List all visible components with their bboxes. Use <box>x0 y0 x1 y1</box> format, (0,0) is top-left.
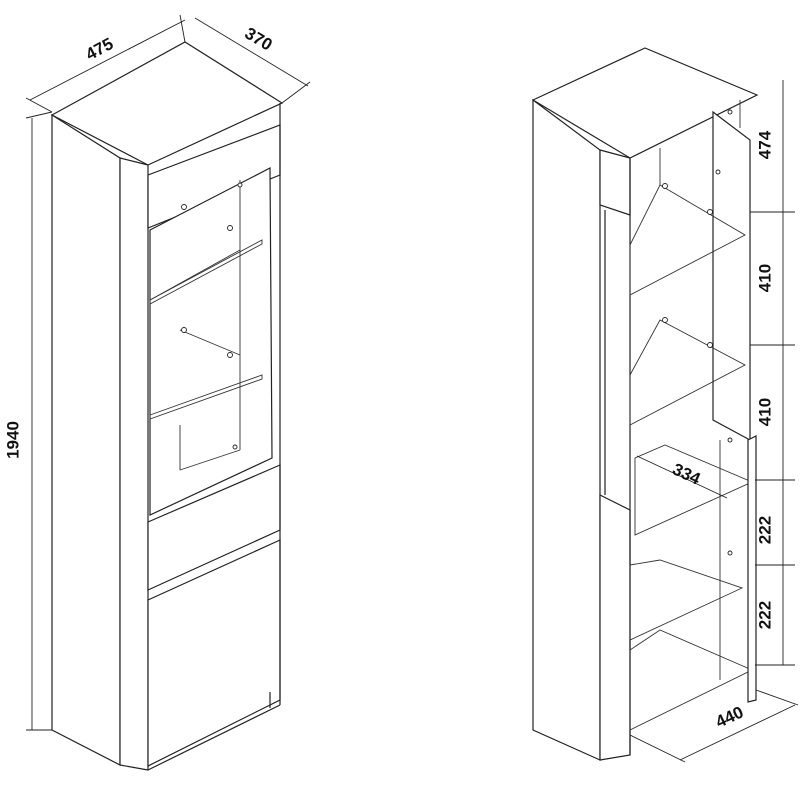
left-cabinet-closed-view <box>50 41 284 771</box>
left-side-panel <box>532 98 601 761</box>
top-panel <box>531 47 759 159</box>
right-side-edge <box>747 435 757 703</box>
left-side-panel <box>51 113 121 766</box>
front-frame-upper <box>599 149 631 216</box>
upper-compartment-label: 410 <box>755 264 774 292</box>
height-dimension-label: 1940 <box>3 421 22 459</box>
glass-shelf-1 <box>149 239 263 305</box>
depth-dimension-label: 370 <box>241 24 275 55</box>
shelf-2 <box>629 319 746 426</box>
front-frame-lower <box>599 494 631 761</box>
glass-side-panel <box>712 110 751 442</box>
lower-compartment-1-label: 222 <box>755 516 774 544</box>
right-cabinet-open-view <box>531 47 759 761</box>
lower-compartment-2-label: 222 <box>755 601 774 629</box>
shelf-1 <box>629 184 746 296</box>
shelf-3 <box>634 444 754 536</box>
depth-dimension-label: 440 <box>713 702 747 731</box>
middle-compartment-label: 410 <box>755 398 774 426</box>
width-dimension-label: 475 <box>83 34 117 64</box>
top-compartment-label: 474 <box>755 130 774 159</box>
glass-shelf-2 <box>149 374 263 420</box>
shelf-4 <box>629 559 744 641</box>
glass-display-area <box>149 167 273 516</box>
front-frame <box>119 157 149 771</box>
